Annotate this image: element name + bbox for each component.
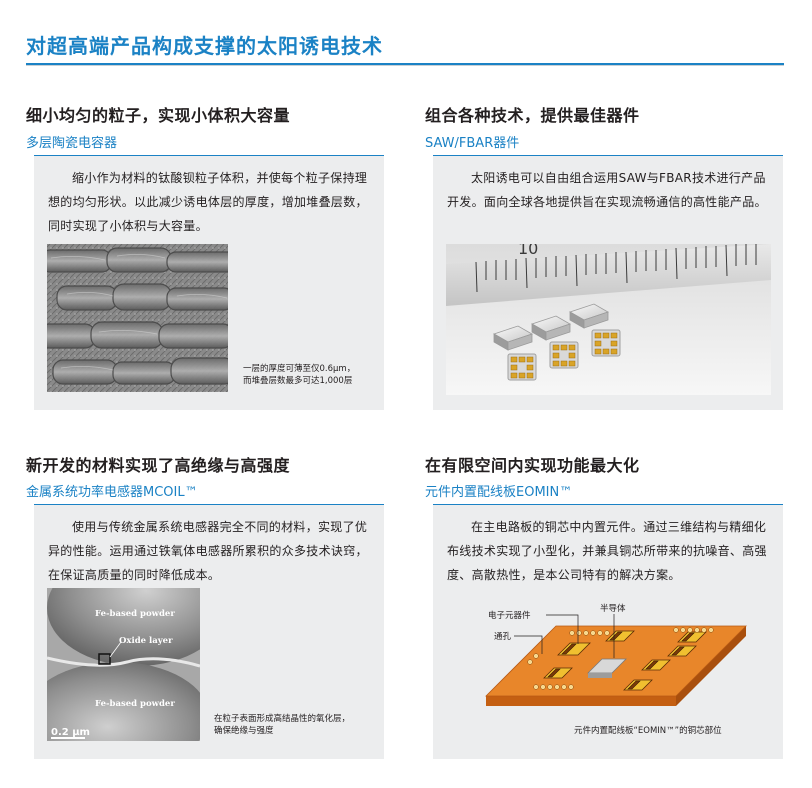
section-1-caption: 一层的厚度可薄至仅0.6μm， 而堆叠层数最多可达1,000层 xyxy=(243,363,355,387)
label-via: 通孔 xyxy=(494,632,512,642)
section-2-subheading: SAW/FBAR器件 xyxy=(425,136,520,151)
micro-label-top: Fe-based powder xyxy=(95,609,175,619)
label-component: 电子元器件 xyxy=(488,611,531,621)
ruler-number: 10 xyxy=(518,244,538,258)
mcoil-tem-photo: Fe-based powder Oxide layer Fe-based pow… xyxy=(47,588,200,741)
section-3-heading: 新开发的材料实现了高绝缘与高强度 xyxy=(26,456,291,475)
section-1-body: 缩小作为材料的钛酸钡粒子体积，并使每个粒子保持理想的均匀形状。以此减少诱电体层的… xyxy=(48,171,368,233)
section-1-heading: 细小均匀的粒子，实现小体积大容量 xyxy=(26,106,291,125)
eomin-board-diagram xyxy=(446,600,771,718)
section-3-caption: 在粒子表面形成高结晶性的氧化层， 确保绝缘与强度 xyxy=(214,713,350,737)
section-1-caption-line-2: 而堆叠层数最多可达1,000层 xyxy=(243,376,353,386)
micro-label-middle: Oxide layer xyxy=(119,636,173,646)
section-3-divider xyxy=(34,504,384,505)
micro-label-bottom: Fe-based powder xyxy=(95,699,175,709)
section-2-body: 太阳诱电可以自由组合运用SAW与FBAR技术进行产品开发。面向全球各地提供旨在实… xyxy=(447,171,767,209)
capacitor-cross-section-photo xyxy=(47,244,228,392)
section-1-subheading: 多层陶瓷电容器 xyxy=(26,136,118,151)
section-4-divider xyxy=(433,504,783,505)
page-title: 对超高端产品构成支撑的太阳诱电技术 xyxy=(26,34,383,58)
title-rule-gray xyxy=(26,65,784,66)
section-4-caption: 元件内置配线板“EOMIN™”的铜芯部位 xyxy=(574,726,722,736)
section-1-caption-line-1: 一层的厚度可薄至仅0.6μm， xyxy=(243,364,356,374)
section-3-caption-line-2: 确保绝缘与强度 xyxy=(214,726,274,736)
section-3-subheading: 金属系统功率电感器MCOIL™ xyxy=(26,485,198,500)
scale-label: 0.2 μm xyxy=(51,727,90,738)
section-4-heading: 在有限空间内实现功能最大化 xyxy=(425,456,640,475)
section-4-subheading: 元件内置配线板EOMIN™ xyxy=(425,485,573,500)
section-4-body: 在主电路板的铜芯中内置元件。通过三维结构与精细化布线技术实现了小型化，并兼具铜芯… xyxy=(447,520,767,582)
section-3-caption-line-1: 在粒子表面形成高结晶性的氧化层， xyxy=(214,714,351,724)
section-1-divider xyxy=(34,155,384,156)
label-semiconductor: 半导体 xyxy=(600,604,626,614)
section-2-heading: 组合各种技术，提供最佳器件 xyxy=(425,106,640,125)
section-3-body: 使用与传统金属系统电感器完全不同的材料，实现了优异的性能。运用通过铁氧体电感器所… xyxy=(48,520,368,582)
saw-fbar-devices-photo: 10 xyxy=(446,244,771,395)
section-2-divider xyxy=(433,155,783,156)
title-rule xyxy=(26,63,784,65)
